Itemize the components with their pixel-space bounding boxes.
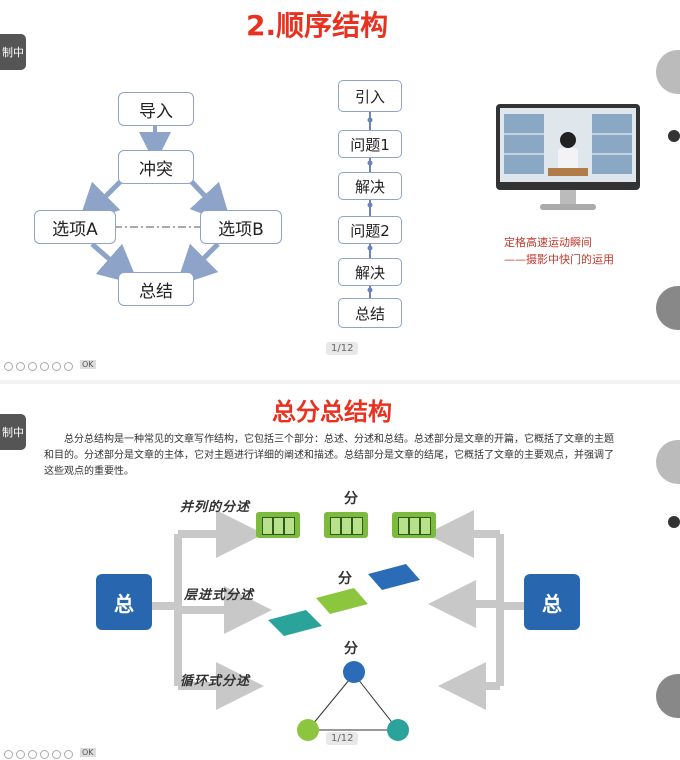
slide-title: 2.顺序结构	[246, 9, 389, 42]
chain-box-3: 解决	[338, 172, 402, 200]
toolbar-tag[interactable]: OK	[80, 748, 96, 757]
flow-box-option-a: 选项A	[34, 210, 116, 244]
caption-line-1: 定格高速运动瞬间	[504, 236, 592, 249]
parallel-block	[392, 512, 436, 538]
tool-icon[interactable]	[52, 750, 61, 759]
mic-icon[interactable]	[668, 130, 680, 142]
fen-label-mid: 分	[338, 571, 352, 587]
chain-box-6: 总结	[338, 298, 402, 328]
tool-icon[interactable]	[28, 362, 37, 371]
chain-box-4: 问题2	[338, 216, 402, 244]
intro-paragraph: 总分总结构是一种常见的文章写作结构，它包括三个部分：总述、分述和总结。总述部分是…	[44, 434, 614, 477]
monitor-illustration	[496, 104, 640, 210]
fen-label-bottom: 分	[344, 641, 358, 657]
tool-icon[interactable]	[40, 362, 49, 371]
page-indicator: 1/12	[326, 342, 359, 355]
fen-label-top: 分	[344, 491, 358, 507]
chain-box-1: 引入	[338, 80, 402, 112]
tool-icon[interactable]	[16, 750, 25, 759]
toolbar-tag[interactable]: OK	[80, 360, 96, 369]
general-box-left: 总	[96, 574, 152, 630]
tool-icon[interactable]	[28, 750, 37, 759]
tool-icon[interactable]	[4, 362, 13, 371]
side-tab[interactable]: 制中	[0, 34, 26, 70]
mic-icon[interactable]	[668, 516, 680, 528]
cyclic-label: 循环式分述	[180, 674, 251, 689]
chain-box-5: 解决	[338, 258, 402, 286]
parallel-block	[324, 512, 368, 538]
tool-icon[interactable]	[16, 362, 25, 371]
flow-box-summary: 总结	[118, 272, 194, 306]
side-tab[interactable]: 制中	[0, 414, 26, 450]
parallel-block	[256, 512, 300, 538]
tool-icon[interactable]	[4, 750, 13, 759]
progressive-label: 层进式分述	[184, 588, 255, 603]
flow-box-conflict: 冲突	[118, 150, 194, 184]
caption-line-2: ——摄影中快门的运用	[504, 253, 614, 266]
chain-box-2: 问题1	[338, 130, 402, 158]
structure-arrows	[150, 510, 524, 741]
flow-box-intro: 导入	[118, 92, 194, 126]
tool-icon[interactable]	[52, 362, 61, 371]
slide-title: 总分总结构	[272, 398, 392, 426]
slide-general-detail-structure: 制中 总分总结构 总分总结构是一种常见的文章写作结构，它包括三个部分：总述、分述…	[0, 384, 680, 760]
tool-icon[interactable]	[64, 362, 73, 371]
slide-sequential-structure: 制中 2.顺序结构 导入 冲突 选项A 选项B 总结 引入 问题1 解决 问题2…	[0, 0, 680, 380]
tool-icon[interactable]	[64, 750, 73, 759]
page-indicator: 1/12	[326, 732, 359, 745]
general-box-right: 总	[524, 574, 580, 630]
parallel-label: 并列的分述	[180, 500, 251, 515]
tool-icon[interactable]	[40, 750, 49, 759]
flow-box-option-b: 选项B	[200, 210, 282, 244]
